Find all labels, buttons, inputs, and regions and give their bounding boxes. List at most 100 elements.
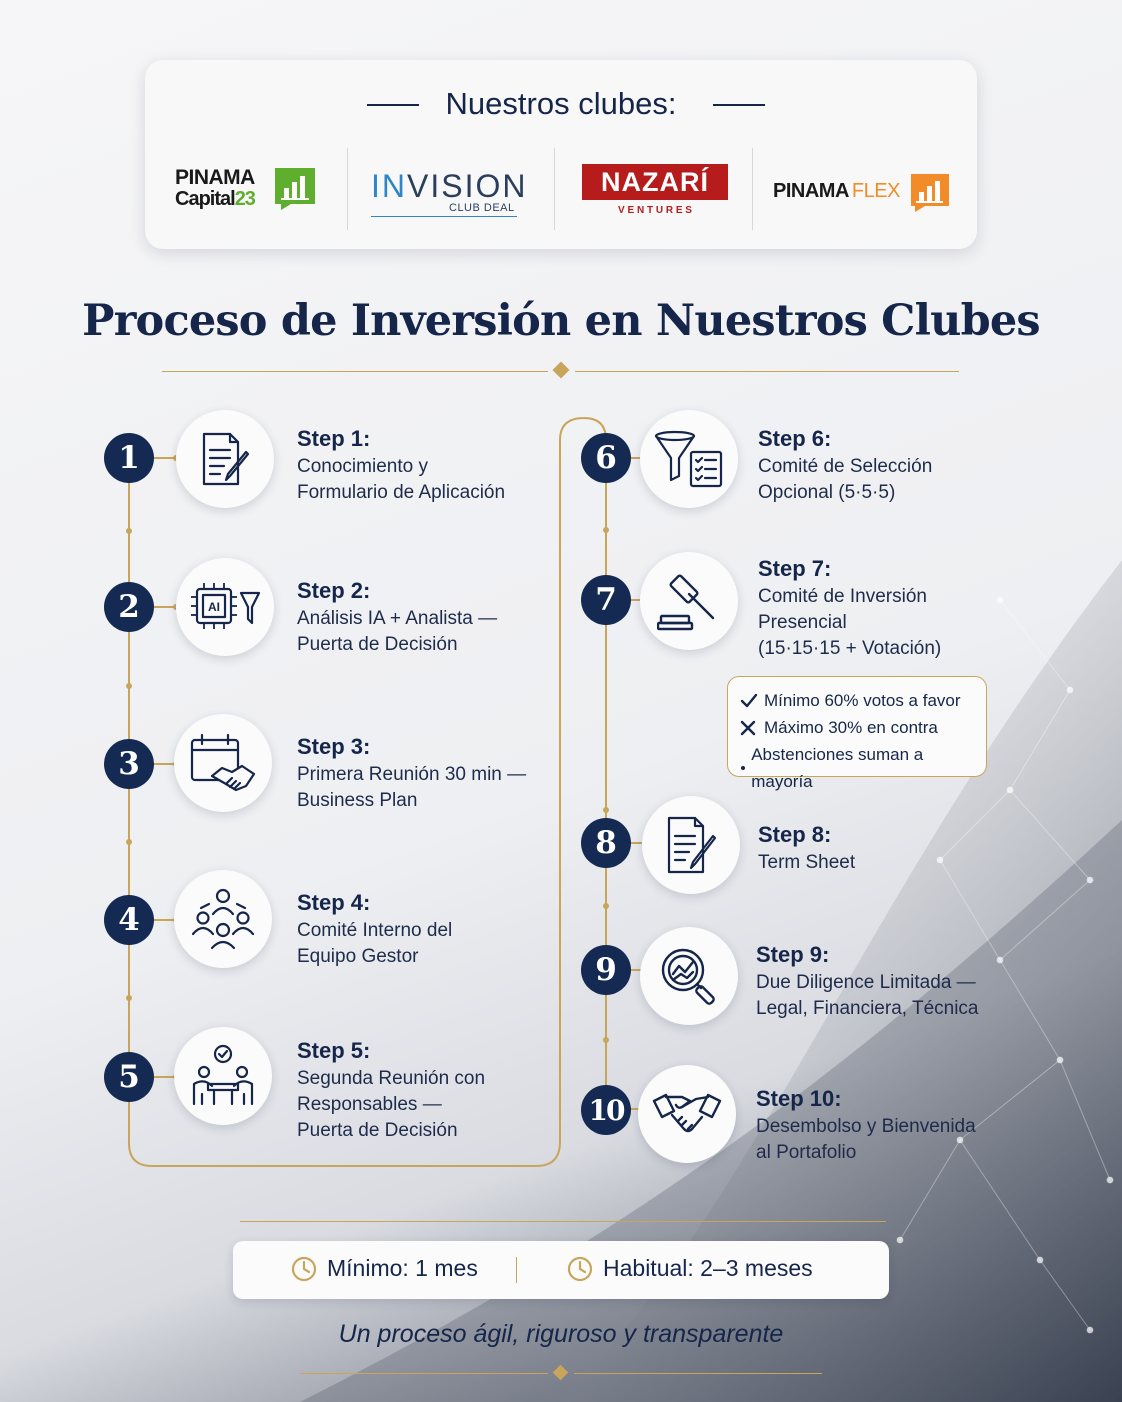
step-title: Step 6: <box>758 426 832 451</box>
step-number: 10 <box>581 1085 631 1135</box>
step-desc-line: Primera Reunión 30 min — <box>297 764 527 785</box>
logo-underline <box>371 216 517 217</box>
step-number: 1 <box>104 433 154 483</box>
step-desc-line: Análisis IA + Analista — <box>297 608 498 629</box>
step-desc-line: Puerta de Decisión <box>297 1120 458 1141</box>
step-desc-line: Comité Interno del <box>297 920 453 941</box>
logo-line2: Capital23 <box>175 188 256 210</box>
step-desc-line: Equipo Gestor <box>297 946 419 967</box>
step-desc-line: Presencial <box>758 612 847 633</box>
step-text: Step 8: Term Sheet <box>758 820 1018 876</box>
step-desc-line: Opcional (5·5·5) <box>758 482 896 503</box>
bar-chart-icon <box>911 174 949 212</box>
step-icon-circle <box>174 870 272 968</box>
step-title: Step 2: <box>297 578 371 603</box>
step-icon-circle <box>640 927 738 1025</box>
step-icon-circle <box>174 1027 272 1125</box>
step-desc-line: Segunda Reunión con <box>297 1068 486 1089</box>
title-divider-left <box>162 371 548 372</box>
clock-icon <box>291 1256 317 1281</box>
logo-pinama-capital23[interactable]: PINAMA Capital23 <box>175 164 325 214</box>
step-text: Step 5: Segunda Reunión con Responsables… <box>297 1036 557 1144</box>
title-rule-right <box>713 104 765 106</box>
step-number: 4 <box>104 895 154 945</box>
step-desc-line: Puerta de Decisión <box>297 634 458 655</box>
step-title: Step 9: <box>756 942 830 967</box>
step-desc-line: Business Plan <box>297 790 418 811</box>
page-title: Proceso de Inversión en Nuestros Clubes <box>82 296 1040 346</box>
step-title: Step 4: <box>297 890 371 915</box>
step-desc-line: (15·15·15 + Votación) <box>758 638 942 659</box>
term-sheet-icon <box>667 816 717 874</box>
step-title: Step 1: <box>297 426 371 451</box>
step-icon-circle: AI <box>176 558 274 656</box>
step-title: Step 7: <box>758 556 832 581</box>
step-desc-line: Desembolso y Bienvenida <box>756 1116 976 1137</box>
step-icon-circle <box>176 410 274 508</box>
logo-separator <box>554 148 555 230</box>
logo-invision[interactable]: INVISION CLUB DEAL <box>371 168 525 220</box>
step-text: Step 1: Conocimiento y Formulario de Apl… <box>297 424 557 506</box>
vote-rule: Abstenciones suman a mayoría <box>740 741 974 795</box>
handshake-icon <box>652 1093 722 1133</box>
dot-icon <box>741 766 745 770</box>
ai-chip-funnel-icon: AI <box>191 583 261 629</box>
step-icon-circle <box>640 410 738 508</box>
step-icon-circle <box>642 796 740 894</box>
step-text: Step 7: Comité de Inversión Presencial (… <box>758 554 1018 662</box>
step-icon-circle <box>640 552 738 650</box>
calendar-handshake-icon <box>190 733 256 792</box>
step-desc-line: Comité de Inversión <box>758 586 927 607</box>
logo-nazari-ventures[interactable]: NAZARÍ V E N T U R E S <box>582 164 728 218</box>
step-title: Step 3: <box>297 734 371 759</box>
cross-icon <box>740 720 756 735</box>
step-desc-line: Responsables — <box>297 1094 442 1115</box>
step-number: 2 <box>104 582 154 632</box>
step-desc-line: Conocimiento y <box>297 456 428 477</box>
step-desc-line: Comité de Selección <box>758 456 933 477</box>
step-text: Step 10: Desembolso y Bienvenida al Port… <box>756 1084 1016 1166</box>
step-number: 3 <box>104 739 154 789</box>
logo-separator <box>347 148 348 230</box>
logo-wordmark: NAZARÍ <box>582 164 728 200</box>
step-desc-line: Formulario de Aplicación <box>297 482 506 503</box>
footer-divider-right <box>574 1373 822 1374</box>
team-committee-icon <box>191 888 255 950</box>
logo-subtitle: CLUB DEAL <box>449 202 515 214</box>
step-title: Step 8: <box>758 822 832 847</box>
step-number: 7 <box>581 575 631 625</box>
step-desc-line: Term Sheet <box>758 852 856 873</box>
step-text: Step 2: Análisis IA + Analista — Puerta … <box>297 576 557 658</box>
funnel-checklist-icon <box>654 430 723 488</box>
footer-divider-left <box>300 1373 548 1374</box>
step-number: 8 <box>581 818 631 868</box>
check-icon <box>740 693 758 707</box>
title-rule-left <box>367 104 419 106</box>
step-icon-circle <box>638 1065 736 1163</box>
timing-bar: Mínimo: 1 mes Habitual: 2–3 meses <box>233 1241 889 1299</box>
timing-usual: Habitual: 2–3 meses <box>567 1255 813 1282</box>
step-title: Step 10: <box>756 1086 842 1111</box>
step-icon-circle <box>174 714 272 812</box>
vote-rule: Máximo 30% en contra <box>740 714 974 741</box>
step-desc-line: Legal, Financiera, Técnica <box>756 998 979 1019</box>
vote-rule: Mínimo 60% votos a favor <box>740 687 974 714</box>
clubs-title: Nuestros clubes: <box>445 86 677 121</box>
voting-rules-box: Mínimo 60% votos a favor Máximo 30% en c… <box>727 676 987 791</box>
step-desc-line: al Portafolio <box>756 1142 857 1163</box>
gavel-icon <box>657 574 715 631</box>
logo-subtitle: V E N T U R E S <box>618 205 692 216</box>
step-title: Step 5: <box>297 1038 371 1063</box>
title-divider-right <box>575 371 959 372</box>
logo-wordmark: INVISION <box>371 168 528 204</box>
svg-text:AI: AI <box>208 600 220 614</box>
step-text: Step 9: Due Diligence Limitada — Legal, … <box>756 940 1016 1022</box>
clock-icon <box>567 1256 593 1281</box>
clubs-card: Nuestros clubes: PINAMA Capital23 INVISI… <box>145 60 977 249</box>
step-desc-line: Due Diligence Limitada — <box>756 972 976 993</box>
step-number: 9 <box>581 945 631 995</box>
timing-min: Mínimo: 1 mes <box>291 1255 478 1282</box>
